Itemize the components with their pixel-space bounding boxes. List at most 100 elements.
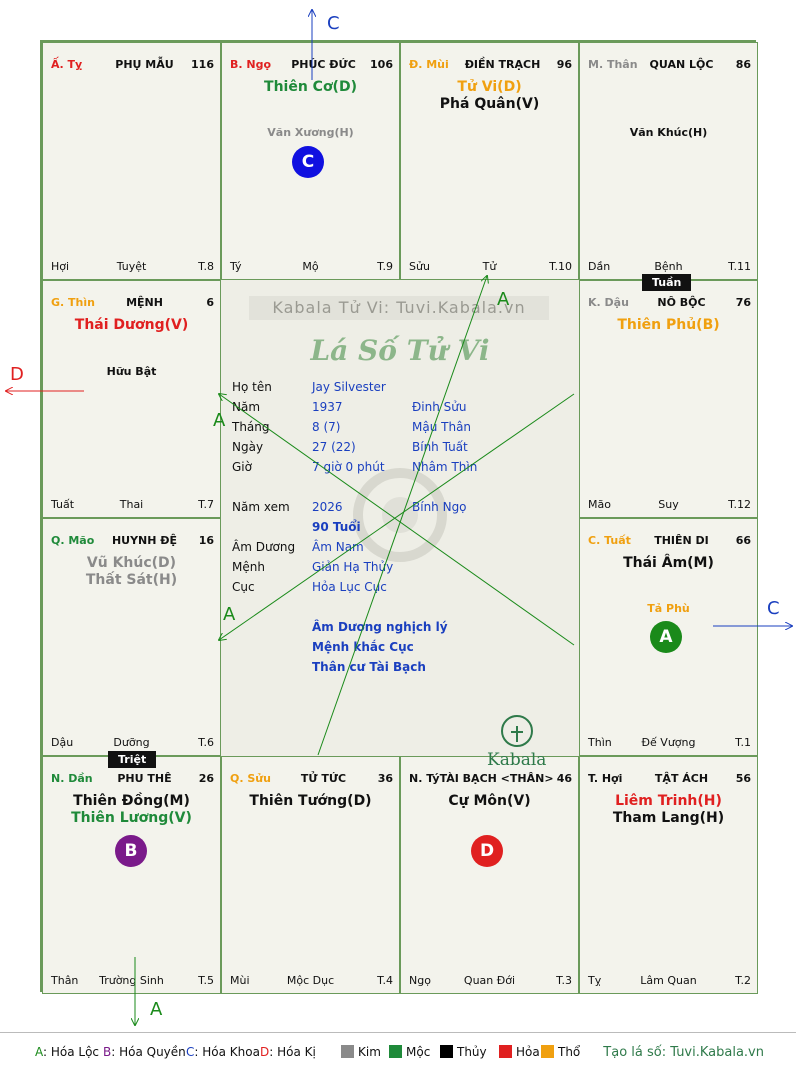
house-name: HUYNH ĐỆ (111, 534, 178, 547)
arrow-line-a3 (219, 393, 575, 640)
branch-label: G. Thìn (51, 296, 95, 309)
branch-label: N. Dần (51, 772, 93, 785)
footer-stage: Bệnh (654, 260, 683, 273)
legend-hoa-item: D: Hóa Kị (260, 1045, 316, 1059)
info-value-can-chi: Nhâm Thìn (412, 460, 478, 474)
main-star: Thái Âm(M) (623, 555, 714, 571)
main-stars: Vũ Khúc(D)Thất Sát(H) (43, 555, 220, 589)
info-value: Hỏa Lục Cục (312, 580, 387, 594)
footer-branch: Ngọ (409, 974, 431, 987)
info-value: Jay Silvester (312, 380, 386, 394)
main-star: Tham Lang(H) (612, 810, 725, 826)
footer-stage: Suy (658, 498, 679, 511)
footer-stage: Mộc Dục (286, 974, 335, 987)
arrow-label-c-top: C (327, 13, 340, 34)
main-star: Thất Sát(H) (85, 572, 178, 588)
main-star: Thiên Đồng(M) (73, 793, 190, 809)
house-number: 96 (556, 58, 572, 71)
footer-month: T.5 (198, 974, 214, 987)
kabala-logo-icon (501, 715, 533, 747)
logo-text: Kabala (487, 750, 547, 770)
legend-element-name: Thủy (457, 1045, 487, 1059)
footer-month: T.8 (198, 260, 214, 273)
info-label: Mệnh (232, 560, 265, 574)
arrow-label-d-left: D (10, 364, 24, 385)
center-info-panel: Kabala Tử Vi: Tuvi.Kabala.vn Lá Số Tử Vi… (221, 280, 579, 770)
footer-month: T.2 (735, 974, 751, 987)
triet-tag: Triệt (108, 751, 157, 768)
info-label: Ngày (232, 440, 264, 454)
main-star: Liêm Trinh(H) (615, 793, 722, 809)
element-swatch-icon (541, 1045, 554, 1058)
branch-label: Q. Sửu (230, 772, 271, 785)
legend-hoa-text: : Hóa Quyền (111, 1045, 186, 1059)
legend-element-item: Thổ (541, 1045, 580, 1059)
house-number: 86 (735, 58, 751, 71)
branch-label: Q. Mão (51, 534, 95, 547)
element-swatch-icon (499, 1045, 512, 1058)
house-name: NÔ BỘC (657, 296, 706, 309)
main-stars: Thái Dương(V) (43, 317, 220, 334)
main-stars: Thái Âm(M) (580, 555, 757, 572)
minor-star: Văn Xương(H) (267, 126, 354, 139)
footer-month: T.1 (735, 736, 751, 749)
credit-link[interactable]: Tạo lá số: Tuvi.Kabala.vn (603, 1045, 764, 1060)
info-value: Giản Hạ Thủy (312, 560, 394, 574)
tuan-tag: Tuần (642, 274, 692, 291)
element-swatch-icon (389, 1045, 402, 1058)
footer-branch: Sửu (409, 260, 430, 273)
branch-label: N. TýTÀI BẠCH <THÂN> (409, 772, 554, 785)
branch-label: K. Dậu (588, 296, 629, 309)
legend-hoa-text: : Hóa Lộc (43, 1045, 100, 1059)
legend-hoa-letter: C (186, 1045, 195, 1059)
footer-branch: Tý (230, 260, 242, 273)
footer-stage: Trường Sinh (99, 974, 164, 987)
house-number: 56 (735, 772, 751, 785)
house-number: 36 (377, 772, 393, 785)
minor-star: Tả Phù (647, 602, 690, 615)
footer-month: T.7 (198, 498, 214, 511)
legend-element-name: Thổ (558, 1045, 581, 1059)
house-name: ĐIỀN TRẠCH (464, 58, 541, 71)
arrow-label-c-right: C (767, 598, 780, 619)
footer-branch: Thìn (588, 736, 612, 749)
hoa-ki-circle: D (471, 835, 503, 867)
house-name: TỬ TỨC (300, 772, 347, 785)
legend-element-name: Mộc (406, 1045, 431, 1059)
main-star: Thiên Lương(V) (71, 810, 192, 826)
house-number: 106 (370, 58, 393, 71)
arrow-label-a-bottom: A (150, 999, 163, 1020)
footer-branch: Dần (588, 260, 611, 273)
footer-branch: Hợi (51, 260, 70, 273)
info-note: Âm Dương nghịch lý (312, 620, 448, 634)
info-value-can-chi: Đinh Sửu (412, 400, 467, 414)
main-stars: Thiên Cơ(D) (222, 79, 399, 96)
branch-label: Đ. Mùi (409, 58, 449, 71)
house-name: QUAN LỘC (649, 58, 714, 71)
house-name: PHỤ MẪU (115, 58, 174, 71)
main-stars: Liêm Trinh(H)Tham Lang(H) (580, 793, 757, 827)
hoa-loc-circle: A (650, 621, 682, 653)
house-name: THIÊN DI (654, 534, 709, 547)
footer-stage: Thai (119, 498, 144, 511)
house-name: PHU THÊ (117, 772, 172, 785)
legend-hoa-letter: D (260, 1045, 270, 1059)
minor-star: Hữu Bật (106, 365, 157, 378)
hoa-quyen-circle: B (115, 835, 147, 867)
footer-stage: Đế Vượng (641, 736, 696, 749)
footer-branch: Dậu (51, 736, 74, 749)
main-star: Thiên Cơ(D) (264, 79, 357, 95)
legend-hoa-item: A: Hóa Lộc (35, 1045, 99, 1059)
